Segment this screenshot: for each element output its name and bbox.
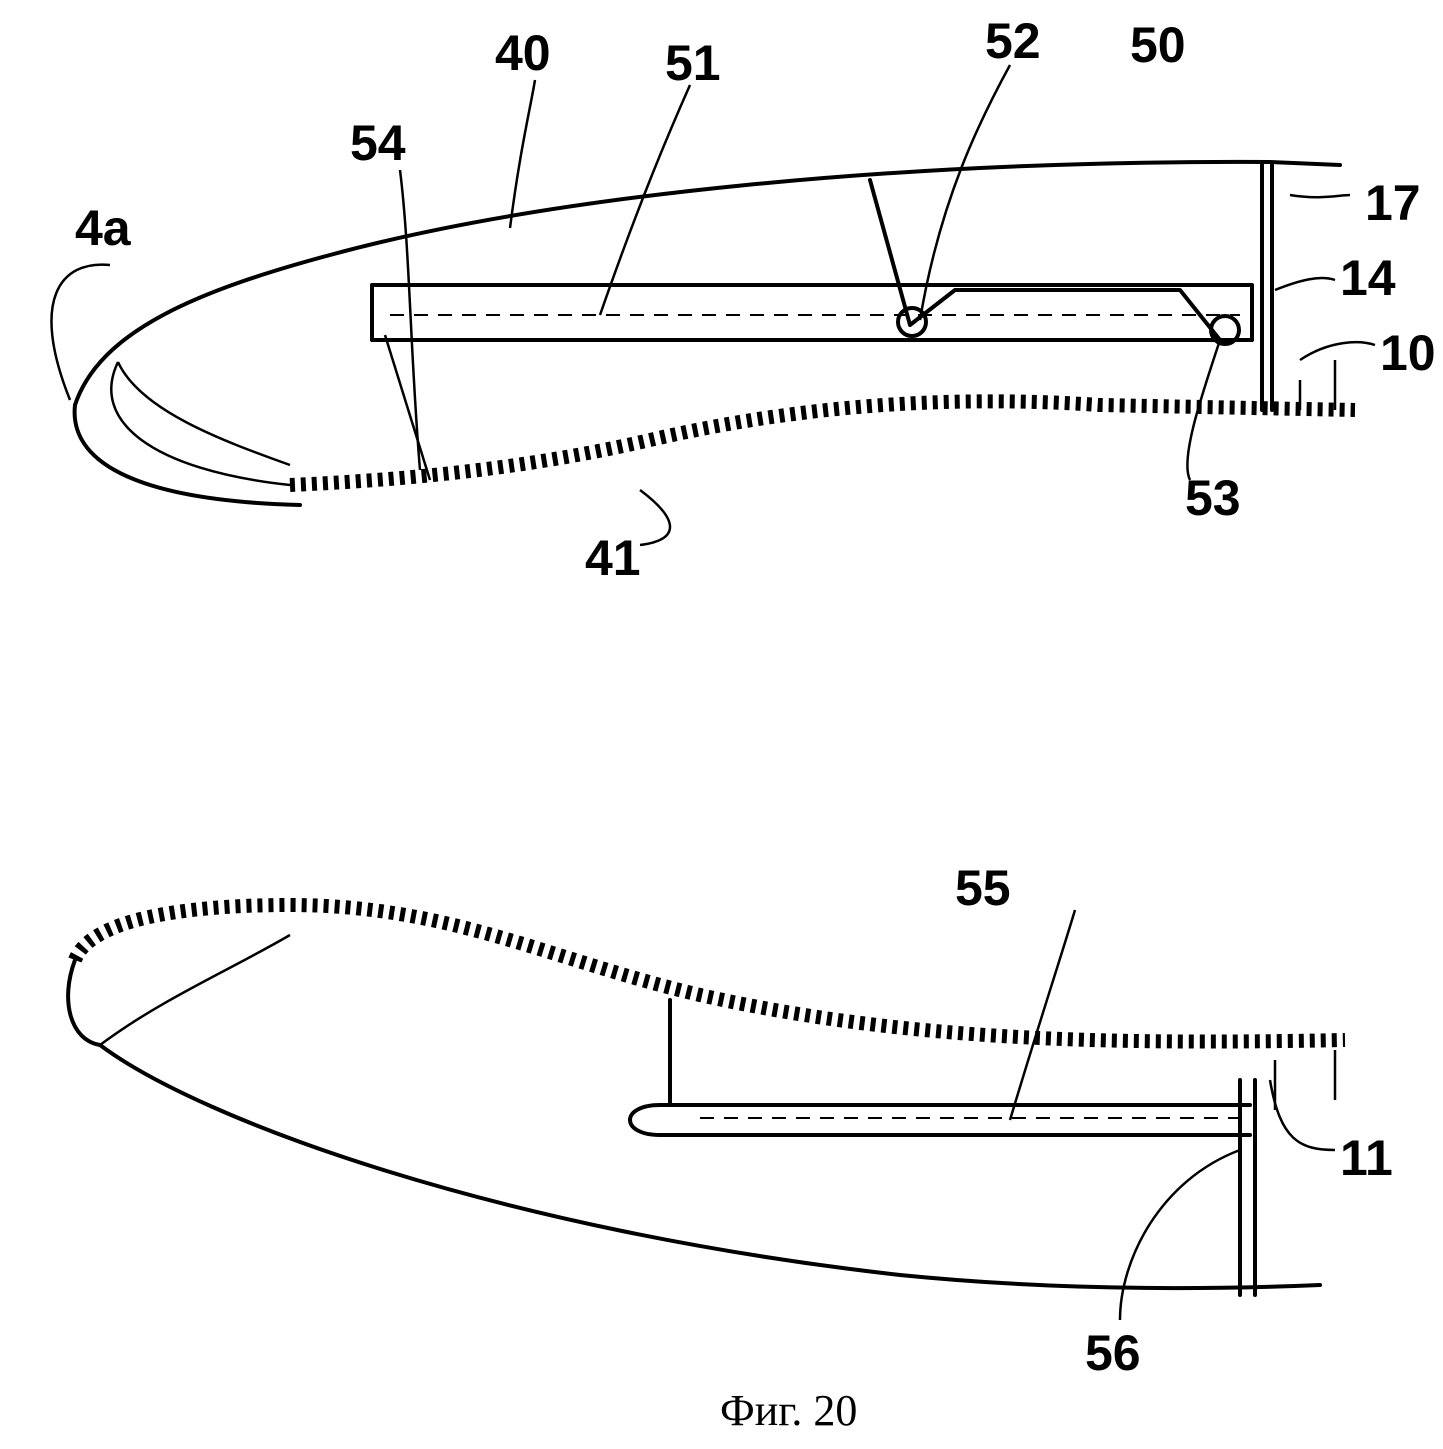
bottom-labels: 55 11 56 (955, 860, 1393, 1381)
nose-lower (72, 403, 302, 507)
panel-55 (628, 1103, 1252, 1137)
label-17: 17 (1365, 175, 1421, 231)
inner-nose (116, 361, 291, 467)
label-55: 55 (955, 860, 1011, 916)
spar-56 (1238, 1078, 1257, 1297)
label-56: 56 (1085, 1325, 1141, 1381)
label-41: 41 (585, 530, 641, 586)
label-54: 54 (350, 115, 406, 171)
top-profile (72, 159, 1356, 507)
upper-skin-bottom (68, 897, 1346, 1049)
bottom-profile (66, 897, 1346, 1297)
label-4a: 4a (75, 200, 132, 256)
label-52: 52 (985, 13, 1041, 69)
lower-skin-bottom (66, 958, 1322, 1290)
spar-17 (1260, 163, 1274, 412)
label-51: 51 (665, 35, 721, 91)
label-50: 50 (1130, 17, 1186, 73)
label-14: 14 (1340, 250, 1396, 306)
lower-skin-41 (289, 394, 1356, 492)
figure-caption: Фиг. 20 (720, 1386, 857, 1435)
upper-skin-40 (73, 159, 1342, 407)
label-40: 40 (495, 25, 551, 81)
hinge-52 (896, 306, 928, 338)
panel-51 (370, 283, 1254, 342)
label-10: 10 (1380, 325, 1436, 381)
label-53: 53 (1185, 470, 1241, 526)
hinge-53 (1209, 314, 1241, 346)
top-labels: 40 51 52 50 54 4a 17 14 10 53 41 (50, 13, 1436, 586)
label-11: 11 (1340, 1130, 1393, 1186)
